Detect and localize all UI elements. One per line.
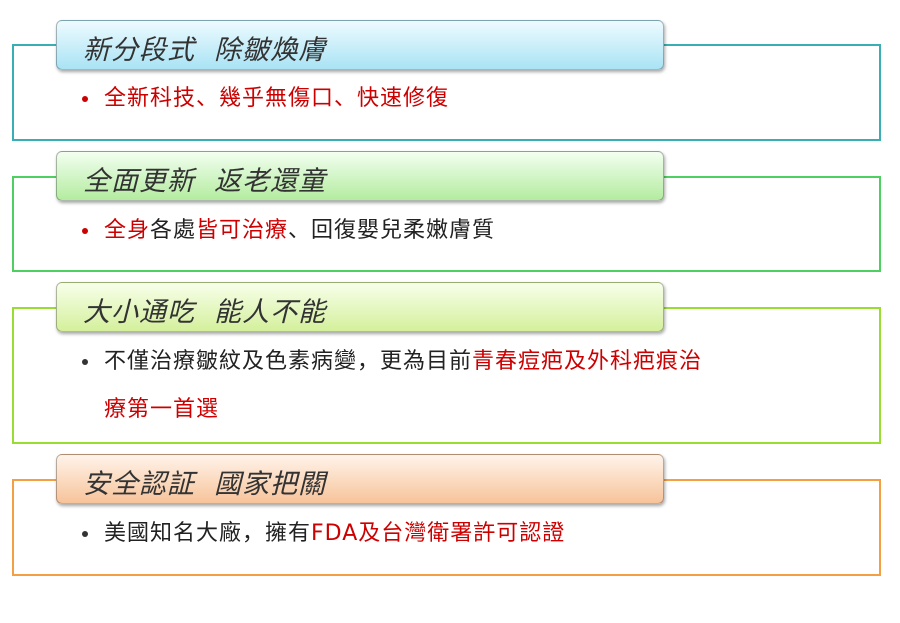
bullet-item: 不僅治療皺紋及色素病變，更為目前青春痘疤及外科疤痕治療第一首選	[82, 347, 860, 443]
highlight-text: 全新科技、幾乎無傷口、快速修復	[104, 86, 450, 111]
section-heading: 安全認証 國家把關	[83, 469, 327, 500]
section-heading: 全面更新 返老還童	[83, 166, 327, 197]
highlight-text: 青春痘疤及外科疤痕治	[472, 349, 703, 374]
bullet-dot-icon	[82, 359, 88, 365]
bullet-text-line: 美國知名大廠，擁有FDA及台灣衛署許可認證	[104, 519, 565, 549]
highlight-text: FDA及台灣衛署許可認證	[311, 521, 566, 546]
bullet-dot-icon	[82, 228, 88, 234]
highlight-text: 療第一首選	[104, 397, 220, 422]
body-text: 不僅治療皺紋及色素病變，更為目前	[104, 349, 473, 374]
bullet-text-line: 全身各處皆可治療、回復嬰兒柔嫩膚質	[104, 216, 495, 246]
highlight-text: 皆可治療	[196, 218, 289, 243]
section-header: 大小通吃 能人不能	[56, 282, 664, 332]
section-heading: 新分段式 除皺煥膚	[83, 35, 327, 66]
bullet-item: 全身各處皆可治療、回復嬰兒柔嫩膚質	[82, 216, 860, 264]
bullet-item: 全新科技、幾乎無傷口、快速修復	[82, 84, 860, 132]
bullet-text-line: 不僅治療皺紋及色素病變，更為目前青春痘疤及外科疤痕治	[104, 347, 702, 377]
section-heading: 大小通吃 能人不能	[83, 297, 327, 328]
bullet-dot-icon	[82, 531, 88, 537]
bullet-text-line: 療第一首選	[104, 395, 219, 425]
body-text: 美國知名大廠，擁有	[104, 521, 312, 546]
section-header: 全面更新 返老還童	[56, 151, 664, 201]
body-text: 、回復嬰兒柔嫩膚質	[288, 218, 496, 243]
bullet-dot-icon	[82, 96, 88, 102]
body-text: 各處	[150, 218, 197, 243]
bullet-text-line: 全新科技、幾乎無傷口、快速修復	[104, 84, 449, 114]
bullet-item: 美國知名大廠，擁有FDA及台灣衛署許可認證	[82, 519, 860, 567]
highlight-text: 全身	[104, 218, 151, 243]
section-header: 新分段式 除皺煥膚	[56, 20, 664, 70]
section-header: 安全認証 國家把關	[56, 454, 664, 504]
